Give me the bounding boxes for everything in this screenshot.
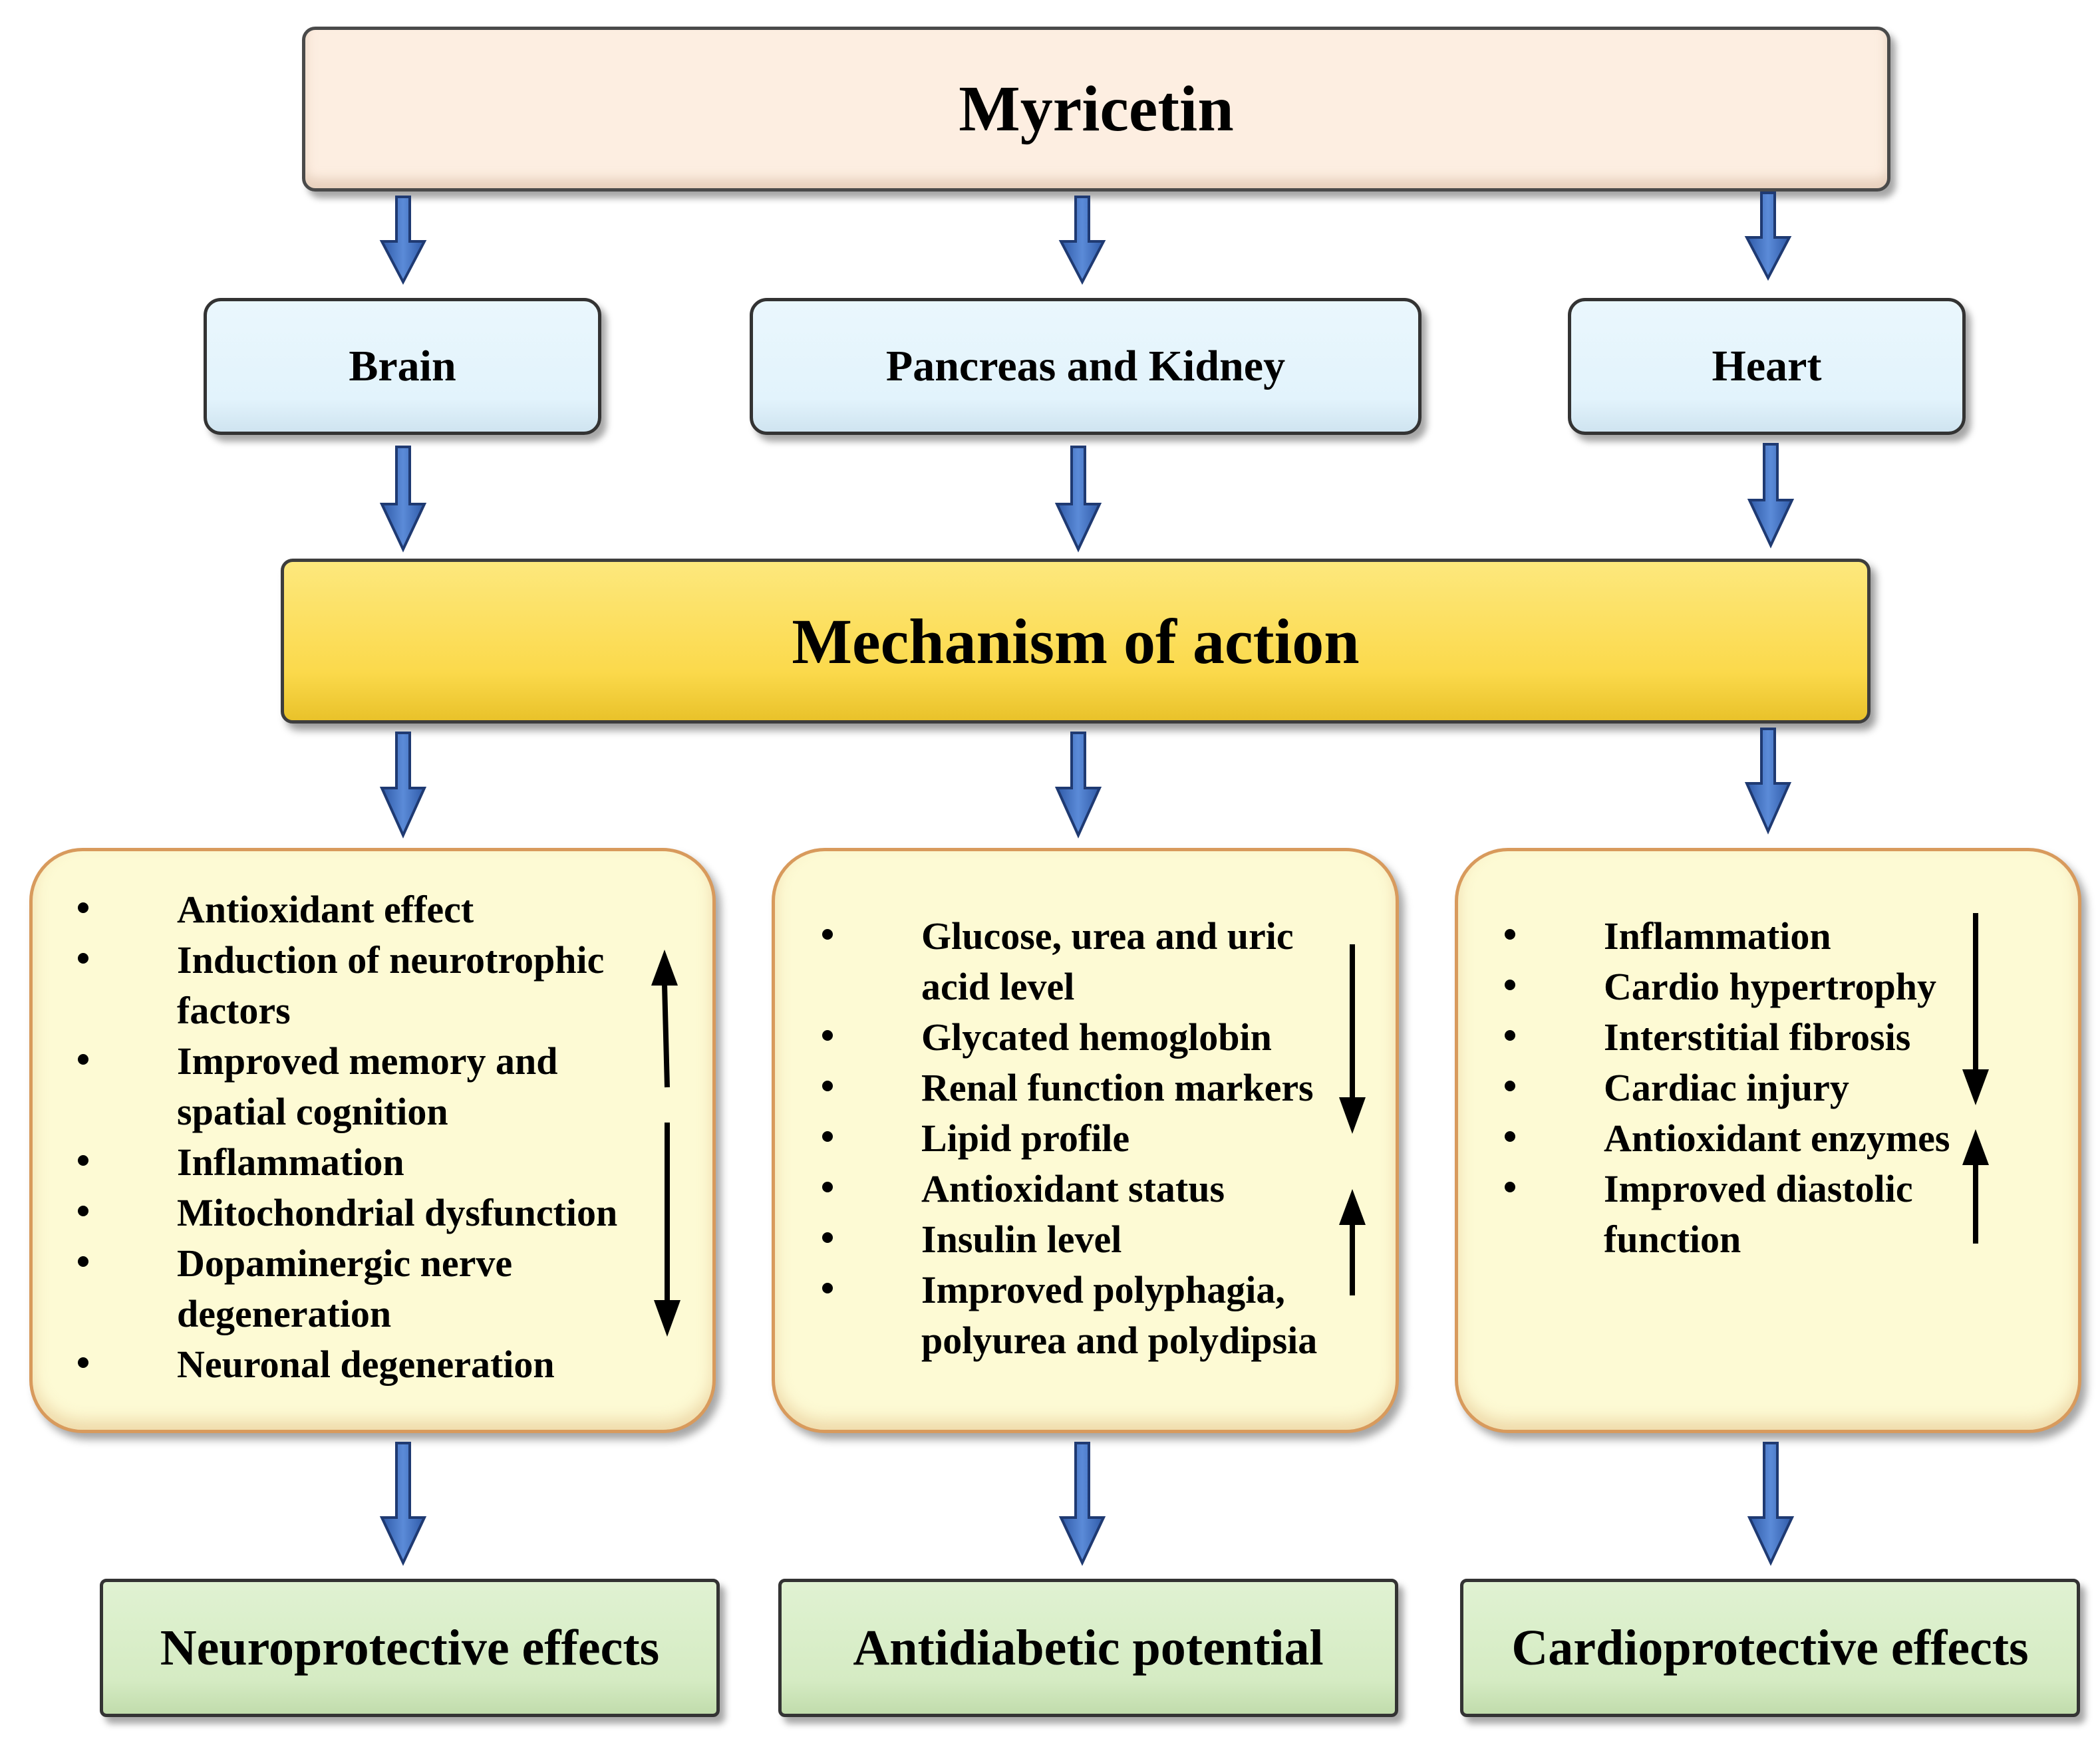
down-arrow-icon (379, 446, 427, 553)
down-arrow-icon-head (1339, 1097, 1366, 1134)
bullet-icon (78, 1206, 88, 1216)
bullet-icon (78, 1054, 88, 1065)
outcome-cardioprotective: Cardioprotective effects (1460, 1579, 2080, 1717)
bullet-icon (822, 1131, 833, 1142)
organ-box-pancreas-kidney: Pancreas and Kidney (750, 298, 1422, 435)
list-item: Cardiac injury (1505, 1063, 1950, 1113)
down-arrow-icon-head (654, 1300, 680, 1337)
down-arrow-icon (1747, 443, 1795, 549)
list-item: Neuronal degeneration (78, 1339, 617, 1390)
outcome-label-neuroprotective: Neuroprotective effects (160, 1619, 660, 1676)
list-item: Inflammation (78, 1137, 617, 1188)
bullet-icon (822, 1182, 833, 1192)
down-arrow-icon (1058, 1442, 1106, 1566)
down-arrow-icon (1744, 192, 1792, 281)
organ-box-heart: Heart (1568, 298, 1966, 435)
organ-box-brain: Brain (204, 298, 601, 435)
list-item: Inflammation (1505, 911, 1950, 962)
bullet-icon (1505, 1182, 1515, 1192)
down-arrow-icon (379, 196, 427, 285)
list-item: Antioxidant enzymes (1505, 1113, 1950, 1164)
bullet-icon (1505, 929, 1515, 940)
down-arrow-icon-head (1962, 1069, 1989, 1105)
bullet-icon (78, 1357, 88, 1368)
list-item: Antioxidant effect (78, 884, 617, 935)
bullet-icon (78, 953, 88, 964)
down-arrow-icon (1054, 446, 1102, 553)
list-item: Lipid profile (822, 1113, 1317, 1164)
panel-brain: Antioxidant effect Induction of neurotro… (29, 848, 716, 1433)
organ-label-heart: Heart (1712, 342, 1822, 390)
list-item: Insulin level (822, 1214, 1317, 1265)
bullet-icon (78, 902, 88, 913)
list-item: Cardio hypertrophy (1505, 962, 1950, 1012)
list-item: Antioxidant status (822, 1164, 1317, 1214)
up-arrow-icon (662, 984, 670, 1088)
bullet-icon (822, 1030, 833, 1041)
list-item: Interstitial fibrosis (1505, 1012, 1950, 1063)
brain-effects-list: Antioxidant effect Induction of neurotro… (78, 884, 617, 1390)
up-arrow-icon-head (1962, 1129, 1989, 1165)
bullet-icon (822, 1081, 833, 1091)
myricetin-title: Myricetin (959, 73, 1234, 145)
bullet-icon (1505, 1081, 1515, 1091)
bullet-icon (1505, 980, 1515, 990)
outcome-label-antidiabetic: Antidiabetic potential (853, 1619, 1324, 1676)
down-arrow-icon (1054, 732, 1102, 839)
list-item: Mitochondrial dysfunction (78, 1188, 617, 1238)
down-arrow-icon (1747, 1442, 1795, 1566)
list-item: Glycated hemoglobin (822, 1012, 1317, 1063)
outcome-antidiabetic: Antidiabetic potential (778, 1579, 1398, 1717)
bullet-icon (1505, 1030, 1515, 1041)
mechanism-title: Mechanism of action (792, 605, 1360, 677)
bullet-icon (1505, 1131, 1515, 1142)
bullet-icon (78, 1256, 88, 1267)
list-item: Improved polyphagia,polyurea and polydip… (822, 1265, 1317, 1366)
bullet-icon (78, 1155, 88, 1166)
mechanism-box: Mechanism of action (281, 559, 1871, 724)
list-item: Renal function markers (822, 1063, 1317, 1113)
bullet-icon (822, 1283, 833, 1293)
organ-label-brain: Brain (349, 342, 456, 390)
heart-effects-list: Inflammation Cardio hypertrophy Intersti… (1505, 911, 1950, 1265)
bullet-icon (822, 1232, 833, 1243)
down-arrow-icon (379, 1442, 427, 1566)
up-arrow-icon-head (1339, 1189, 1366, 1225)
up-arrow-icon-head (651, 950, 678, 986)
down-arrow-icon (379, 732, 427, 839)
down-arrow-icon (1058, 196, 1106, 285)
organ-label-pancreas-kidney: Pancreas and Kidney (885, 342, 1286, 390)
panel-heart: Inflammation Cardio hypertrophy Intersti… (1455, 848, 2081, 1433)
down-arrow-icon (1744, 728, 1792, 835)
bullet-icon (822, 929, 833, 940)
outcome-neuroprotective: Neuroprotective effects (100, 1579, 720, 1717)
outcome-label-cardioprotective: Cardioprotective effects (1511, 1619, 2029, 1676)
myricetin-box: Myricetin (302, 27, 1890, 192)
